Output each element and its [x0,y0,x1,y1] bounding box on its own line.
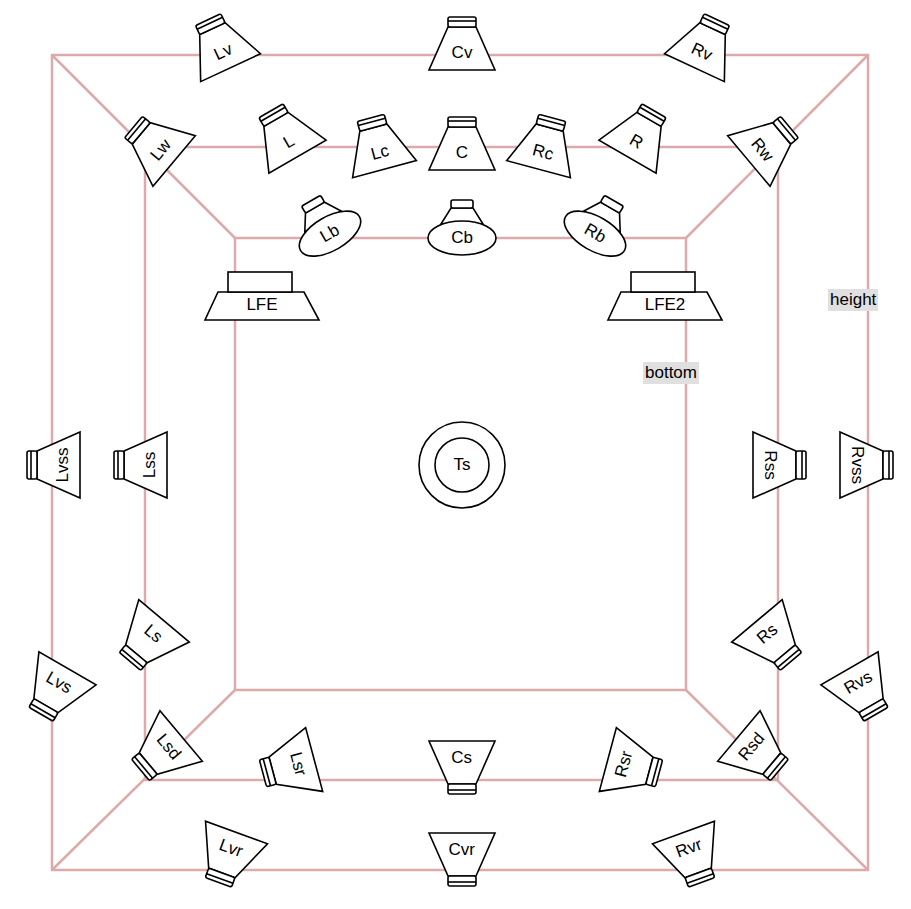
speaker-label: LFE2 [645,295,686,315]
speaker: Rss [748,430,808,500]
speaker: Cb [427,198,497,258]
speaker: Ls [102,595,194,686]
speaker: Cvr [427,828,497,888]
speaker: Lc [336,107,419,183]
speaker: LFE [202,270,322,322]
speaker: LFE2 [605,270,725,322]
speaker: Rs [727,595,819,686]
speaker-label: Rvss [847,446,867,484]
speaker: Rvs [817,647,908,734]
speaker: Cv [427,15,497,75]
speaker: Lv [176,3,265,87]
speaker: Rb [555,182,646,269]
speaker: R [595,92,686,179]
speaker: Lsd [117,706,208,798]
speaker-label: Cs [452,748,473,768]
speaker: Lss [112,430,172,500]
speaker: Cs [427,736,497,796]
speaker: L [240,92,331,179]
layer-label: bottom [643,362,699,384]
speaker: Rv [661,3,750,87]
speaker-label: Lvss [53,448,73,483]
speaker: Rvr [649,816,735,896]
speaker: Lvs [10,647,101,734]
speaker-label: Cb [451,228,473,248]
speaker: Lvss [25,430,85,500]
speaker: C [427,115,497,175]
speaker-label: Lss [140,452,160,478]
speaker: Rw [723,99,814,191]
speaker-label: Cvr [449,840,475,860]
speaker: Lw [110,99,201,191]
speaker: Lvr [185,816,271,896]
speaker: Lb [280,182,371,269]
speaker-label: LFE [246,295,277,315]
speaker-label: Rss [760,450,780,479]
speaker-label: C [456,143,468,163]
sound-source: Ts [417,420,507,510]
speaker: Lsr [252,724,328,807]
speaker-label: Ts [454,455,471,475]
speaker: Rsd [713,706,804,798]
layer-label: height [828,289,878,311]
speaker: Rsr [594,724,670,807]
speaker-label: Cv [452,43,473,63]
speaker: Rvss [835,430,895,500]
speaker: Rc [503,107,586,183]
